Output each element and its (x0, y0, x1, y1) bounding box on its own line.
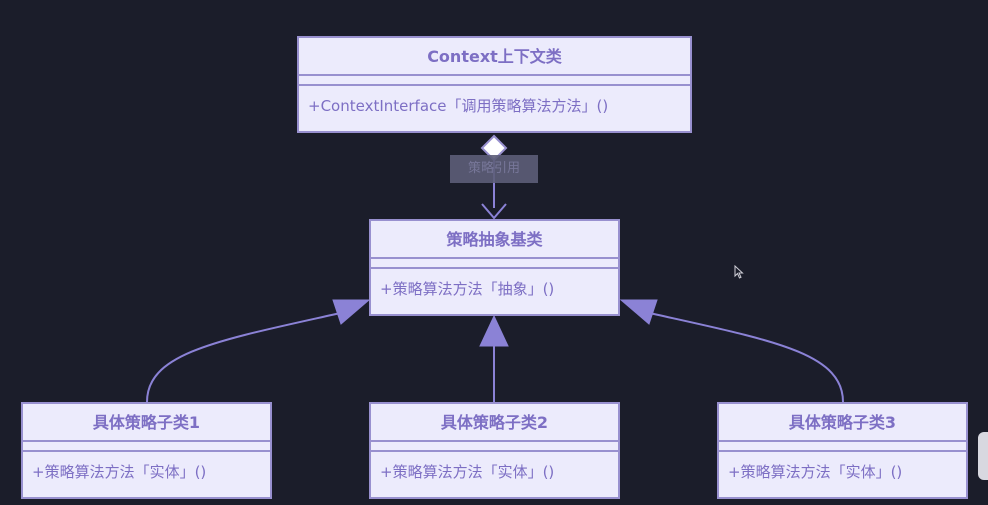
aggregation-label: 策略引用 (450, 155, 538, 183)
attribute-compartment (719, 442, 966, 452)
context-class-box[interactable]: Context上下文类 +ContextInterface「调用策略算法方法」(… (297, 36, 692, 133)
inheritance-edge-3 (644, 311, 844, 403)
class-method: +策略算法方法「实体」() (32, 463, 207, 481)
class-name: 具体策略子类2 (371, 404, 618, 442)
concrete-strategy-3-box[interactable]: 具体策略子类3 +策略算法方法「实体」() (717, 402, 968, 499)
class-name: 具体策略子类1 (23, 404, 270, 442)
aggregation-arrowhead (481, 203, 507, 220)
inheritance-arrowhead-1 (332, 299, 371, 325)
inheritance-arrowhead-2 (479, 314, 509, 347)
edge-overlay-widget (978, 432, 988, 480)
class-name: 具体策略子类3 (719, 404, 966, 442)
mouse-cursor-icon (734, 265, 744, 279)
attribute-compartment (299, 76, 690, 86)
class-name: 策略抽象基类 (371, 221, 618, 259)
attribute-compartment (371, 259, 618, 269)
class-method: +策略算法方法「实体」() (728, 463, 903, 481)
class-name: Context上下文类 (299, 38, 690, 76)
class-method: +策略算法方法「实体」() (380, 463, 555, 481)
attribute-compartment (371, 442, 618, 452)
concrete-strategy-1-box[interactable]: 具体策略子类1 +策略算法方法「实体」() (21, 402, 272, 499)
attribute-compartment (23, 442, 270, 452)
inheritance-edge-1 (146, 311, 346, 403)
inheritance-arrowhead-3 (619, 299, 658, 325)
strategy-base-class-box[interactable]: 策略抽象基类 +策略算法方法「抽象」() (369, 219, 620, 316)
concrete-strategy-2-box[interactable]: 具体策略子类2 +策略算法方法「实体」() (369, 402, 620, 499)
class-method: +ContextInterface「调用策略算法方法」() (308, 97, 609, 115)
class-method: +策略算法方法「抽象」() (380, 280, 555, 298)
